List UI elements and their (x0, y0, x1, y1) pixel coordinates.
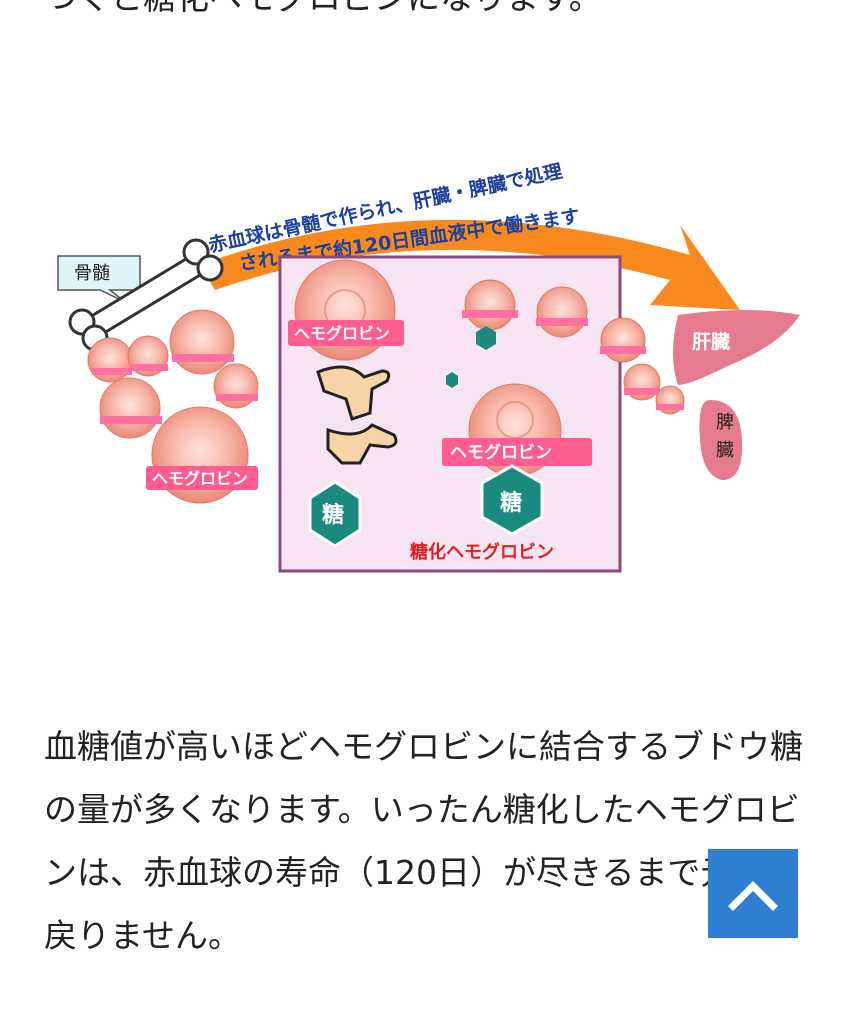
spleen-icon: 脾 臓 (699, 400, 743, 480)
bone-icon (68, 238, 224, 352)
liver-label: 肝臓 (692, 331, 730, 353)
bone-marrow-label: 骨髄 (57, 255, 141, 303)
svg-text:ヘモグロビン: ヘモグロビン (450, 442, 552, 463)
article-top-text: つくと糖化ヘモグロビンになります。 (44, 0, 804, 18)
hemoglobin-top-left: ヘモグロビン (288, 259, 404, 361)
glycated-hemoglobin-figure: 赤血球は骨髄で作られ、肝臓・脾臓で処理 されるまで約120日間血液中で働きます … (57, 160, 800, 573)
scroll-to-top-button[interactable] (708, 849, 798, 938)
glycated-label: 糖化ヘモグロビン (410, 541, 554, 563)
red-blood-cells-right (600, 317, 685, 415)
glycated-hemoglobin-cell: ヘモグロビン 糖 (442, 383, 592, 536)
hands-icon (316, 365, 398, 465)
article-paragraph: 血糖値が高いほどヘモグロビンに結合するブドウ糖の量が多くなります。いったん糖化し… (44, 727, 803, 955)
svg-text:骨髄: 骨髄 (74, 263, 110, 284)
svg-text:ヘモグロビン: ヘモグロビン (294, 324, 390, 343)
small-cells-top-right (446, 279, 588, 388)
svg-text:糖: 糖 (500, 490, 522, 516)
liver-icon: 肝臓 (673, 310, 800, 385)
chevron-up-icon (728, 880, 778, 911)
red-blood-cells-left: ヘモグロビン (87, 309, 259, 504)
svg-text:脾: 脾 (716, 412, 734, 433)
sugar-hexagon-left: 糖 (308, 480, 362, 548)
svg-text:臓: 臓 (716, 440, 734, 461)
svg-text:糖: 糖 (322, 502, 344, 528)
hemoglobin-label-left: ヘモグロビン (152, 469, 248, 488)
